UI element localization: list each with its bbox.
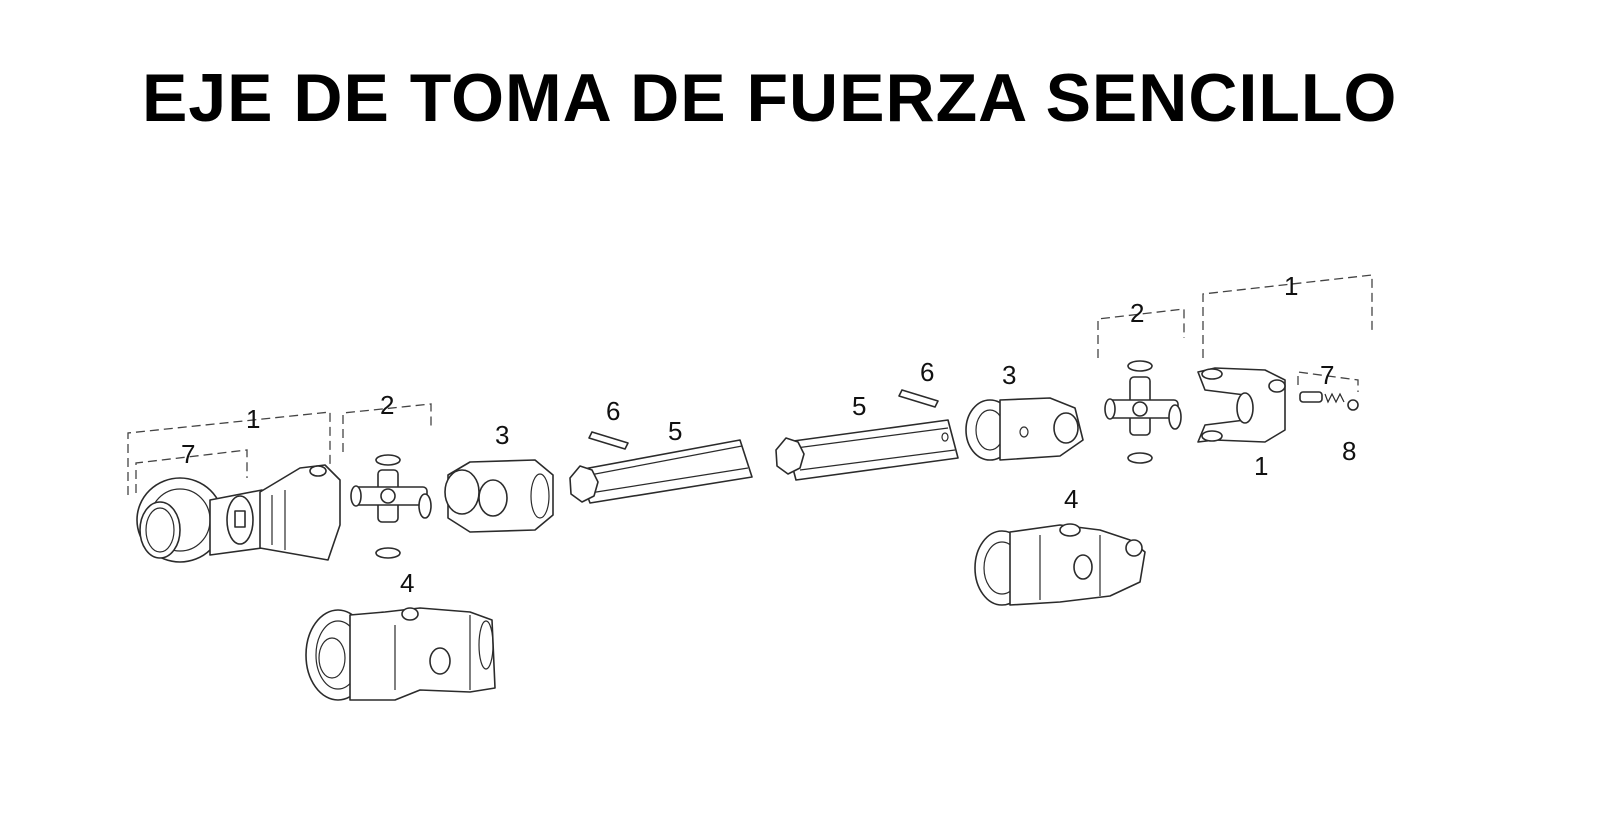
callout-right-tube: 5 (852, 391, 866, 421)
callout-right-inner-yoke: 3 (1002, 360, 1016, 390)
callout-right-yoke-bottom: 1 (1254, 451, 1268, 481)
callout-right-pin: 6 (920, 357, 934, 387)
left-yoke-bracket: 1 (127, 404, 331, 495)
callout-left-joint: 4 (400, 568, 414, 598)
left-tube-part: 5 (569, 416, 753, 504)
callout-right-nut: 8 (1342, 436, 1356, 466)
page-title: EJE DE TOMA DE FUERZA SENCILLO (142, 60, 1398, 136)
callout-right-bolt: 7 (1320, 360, 1334, 390)
left-pin-part: 6 (588, 396, 629, 450)
left-cross-bracket: 2 (342, 390, 432, 452)
right-yoke-part (1197, 367, 1286, 443)
right-cross-bracket: 2 (1097, 298, 1185, 358)
callout-right-cross: 2 (1130, 298, 1144, 328)
right-bolt-part (1299, 391, 1359, 411)
callout-right-joint: 4 (1064, 484, 1078, 514)
callout-right-yoke-top: 1 (1284, 271, 1298, 301)
right-joint-part: 4 (974, 484, 1146, 606)
right-tube-part: 5 (775, 391, 959, 481)
callout-left-yoke: 1 (246, 404, 260, 434)
left-joint-part: 4 (305, 568, 496, 701)
left-inner-yoke-part: 3 (444, 420, 554, 533)
right-inner-yoke-part: 3 (965, 360, 1084, 461)
right-cross-part (1104, 360, 1182, 464)
callout-left-clamp: 7 (181, 439, 195, 469)
callout-left-cross: 2 (380, 390, 394, 420)
left-clamp-bracket: 7 (135, 439, 248, 493)
left-cross-part (350, 454, 432, 559)
callout-left-inner-yoke: 3 (495, 420, 509, 450)
right-yoke-bracket: 1 1 (1202, 271, 1373, 481)
right-pin-part: 6 (898, 357, 939, 408)
right-bolt-bracket: 7 8 (1297, 360, 1359, 466)
left-yoke-part (136, 464, 341, 563)
callout-left-tube: 5 (668, 416, 682, 446)
callout-left-pin: 6 (606, 396, 620, 426)
